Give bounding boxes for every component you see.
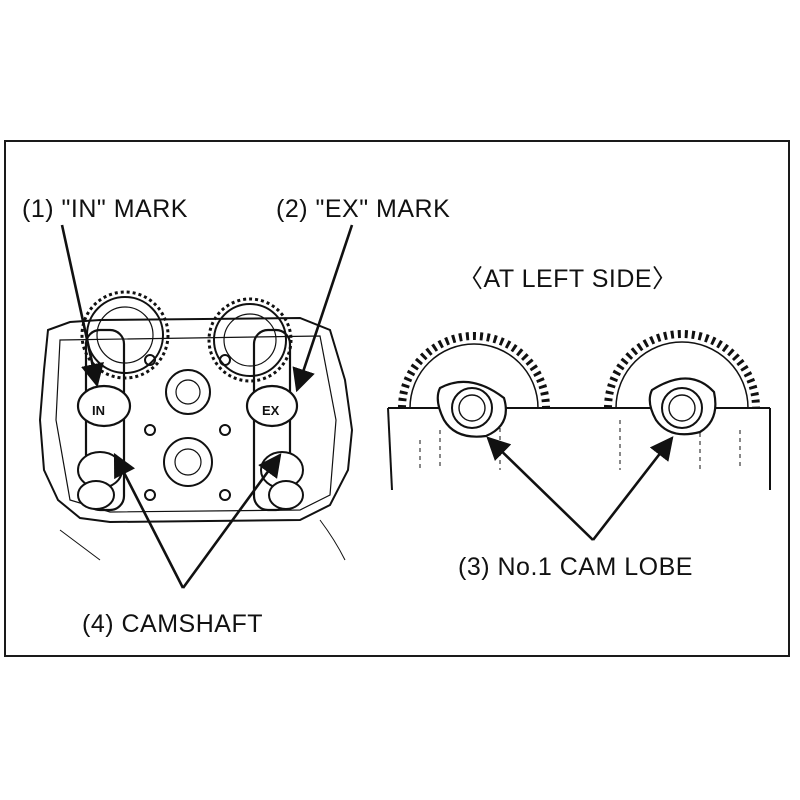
in-mark-label: (1) "IN" MARK xyxy=(22,195,188,223)
side-view-caption: 〈AT LEFT SIDE〉 xyxy=(458,265,678,293)
camshaft-arrow-right xyxy=(181,453,282,589)
in-mark-arrow xyxy=(60,224,104,388)
cylinder-head-top-view xyxy=(38,290,354,561)
cam-lobe-arrow-left xyxy=(486,436,594,541)
intake-engraved-mark: IN xyxy=(92,403,105,418)
camshaft-arrow-left xyxy=(113,452,185,589)
exhaust-engraved-mark: EX xyxy=(262,403,280,418)
camshaft-label: (4) CAMSHAFT xyxy=(82,610,263,638)
exhaust-cam-gear xyxy=(207,297,293,383)
left-cam-lobe xyxy=(436,380,507,438)
intake-camshaft xyxy=(76,328,132,512)
right-cam-lobe xyxy=(648,377,717,436)
cam-lobe-label: (3) No.1 CAM LOBE xyxy=(458,553,693,581)
side-view xyxy=(387,330,771,491)
leader-arrows xyxy=(60,224,674,589)
ex-mark-label: (2) "EX" MARK xyxy=(276,195,451,223)
ex-mark-arrow xyxy=(292,224,354,393)
exhaust-camshaft xyxy=(245,328,304,512)
cam-lobe-arrow-right xyxy=(591,436,674,541)
